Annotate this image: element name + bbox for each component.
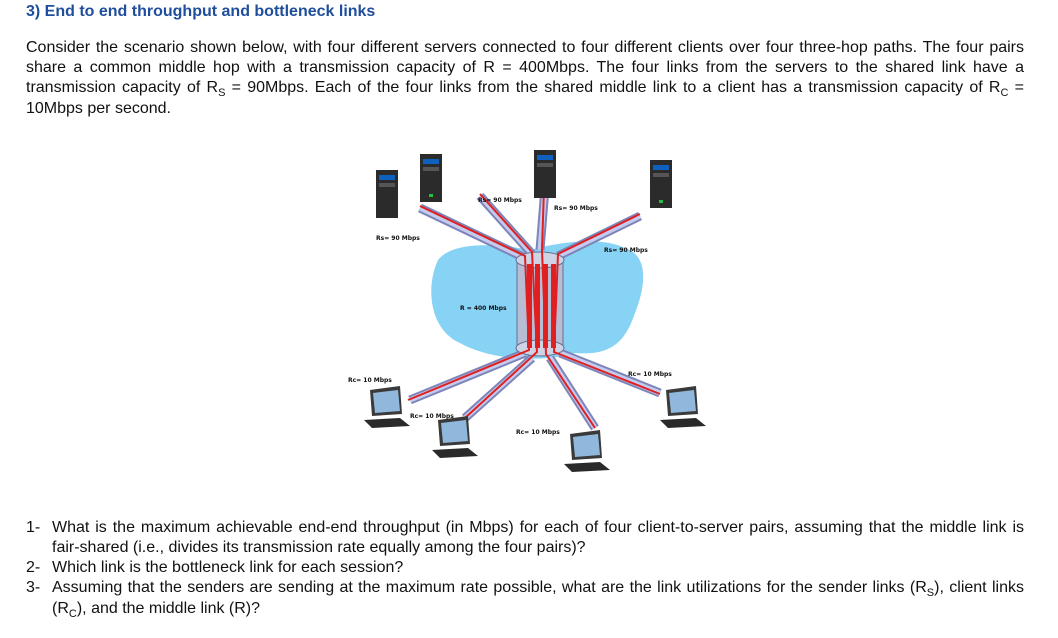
client-computer-icon xyxy=(564,430,610,472)
intro-text-1: Consider the scenario shown below, with … xyxy=(26,39,1024,96)
question-number: 1- xyxy=(26,519,41,536)
flow-arrows xyxy=(407,187,661,429)
client-link-label: Rc= 10 Mbps xyxy=(348,377,392,384)
server-link-label: Rs= 90 Mbps xyxy=(554,205,598,212)
client-link-label: Rc= 10 Mbps xyxy=(516,429,560,436)
question-text: Which link is the bottleneck link for ea… xyxy=(52,559,404,576)
question-text-a: Assuming that the senders are sending at… xyxy=(52,579,927,596)
intro-paragraph: Consider the scenario shown below, with … xyxy=(26,38,1024,119)
question-number: 3- xyxy=(26,579,41,596)
client-computer-icon xyxy=(364,386,410,428)
client-icons xyxy=(364,386,706,472)
section-heading: 3) End to end throughput and bottleneck … xyxy=(26,3,376,20)
server-icon xyxy=(650,160,672,208)
question-text: Assuming that the senders are sending at… xyxy=(52,578,1024,620)
question-item: 2- Which link is the bottleneck link for… xyxy=(26,558,1024,578)
server-icon xyxy=(376,170,398,218)
client-link-label: Rc= 10 Mbps xyxy=(410,413,454,420)
question-text-b: ), client links (R xyxy=(52,579,1025,617)
client-link-label: Rc= 10 Mbps xyxy=(628,371,672,378)
question-number: 2- xyxy=(26,559,41,576)
server-link-label: Rs= 90 Mbps xyxy=(478,197,522,204)
subscript-s: S xyxy=(926,587,935,599)
question-item: 3- Assuming that the senders are sending… xyxy=(26,578,1024,620)
question-text-c: ), and the middle link (R)? xyxy=(76,600,261,617)
server-icons xyxy=(376,150,672,218)
network-diagram-svg: Rs= 90 Mbps Rs= 90 Mbps Rs= 90 Mbps Rs= … xyxy=(348,150,706,472)
subscript-s: S xyxy=(218,87,226,99)
question-item: 1- What is the maximum achievable end-en… xyxy=(26,518,1024,558)
subscript-c: C xyxy=(68,608,77,620)
middle-link-label: R = 400 Mbps xyxy=(460,305,507,312)
client-computer-icon xyxy=(660,386,706,428)
server-icon xyxy=(534,150,556,198)
server-link-label: Rs= 90 Mbps xyxy=(604,247,648,254)
server-icon xyxy=(420,154,442,202)
server-link-label: Rs= 90 Mbps xyxy=(376,235,420,242)
intro-text-3: = 10Mbps per second. xyxy=(26,79,1025,117)
question-text: What is the maximum achievable end-end t… xyxy=(52,519,1024,556)
network-diagram: Rs= 90 Mbps Rs= 90 Mbps Rs= 90 Mbps Rs= … xyxy=(320,138,730,478)
subscript-c: C xyxy=(1000,87,1009,99)
question-list: 1- What is the maximum achievable end-en… xyxy=(26,518,1024,620)
intro-text-2: = 90Mbps. Each of the four links from th… xyxy=(225,79,1001,96)
client-computer-icon xyxy=(432,416,478,458)
